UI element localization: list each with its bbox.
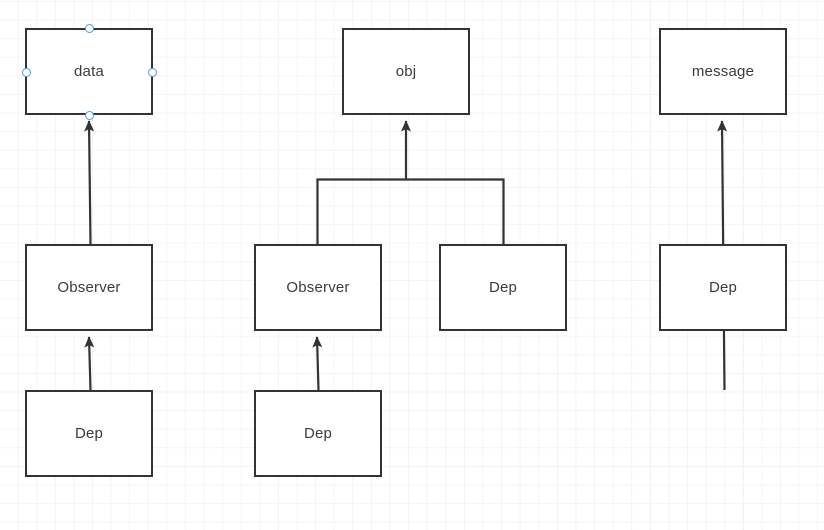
node-dep-middle-right[interactable]: Dep: [439, 244, 567, 331]
resize-handle-bottom[interactable]: [84, 110, 94, 120]
node-dep-middle-bottom[interactable]: Dep: [254, 390, 382, 477]
node-observer-middle[interactable]: Observer: [254, 244, 382, 331]
resize-handle-left[interactable]: [21, 67, 31, 77]
node-dep-right[interactable]: Dep: [659, 244, 787, 331]
resize-handle-right[interactable]: [147, 67, 157, 77]
edge-observer-to-data: [84, 120, 95, 245]
edge-tree-to-obj: [316, 120, 505, 244]
node-label-dep-middle-right: Dep: [488, 279, 518, 296]
node-data[interactable]: data: [25, 28, 153, 115]
node-label-observer-middle: Observer: [286, 279, 350, 296]
node-label-dep-right: Dep: [708, 279, 738, 296]
node-dep-left-bottom[interactable]: Dep: [25, 390, 153, 477]
node-observer-left[interactable]: Observer: [25, 244, 153, 331]
node-label-obj: obj: [395, 63, 417, 80]
node-obj[interactable]: obj: [342, 28, 470, 115]
node-label-message: message: [691, 63, 755, 80]
node-message[interactable]: message: [659, 28, 787, 115]
node-label-data: data: [74, 63, 104, 80]
node-label-observer-left: Observer: [57, 279, 121, 296]
edge-dep-to-observer-middle: [312, 336, 323, 391]
resize-handle-top[interactable]: [84, 23, 94, 33]
node-label-dep-left-bottom: Dep: [74, 425, 104, 442]
node-label-dep-middle-bottom: Dep: [303, 425, 333, 442]
edge-dep-to-observer-left: [84, 336, 95, 391]
